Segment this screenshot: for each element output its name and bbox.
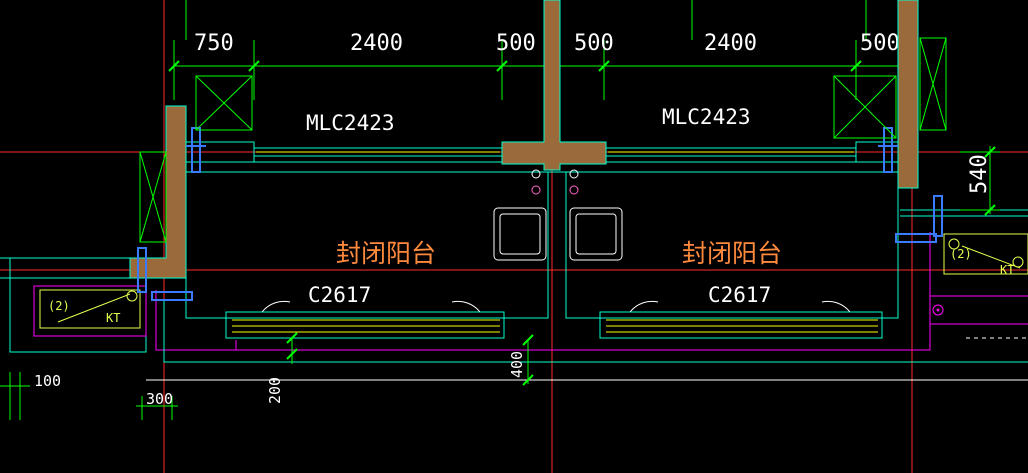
- wall-center: [501, 0, 607, 171]
- dim-200-marker: [286, 332, 298, 364]
- balcony-outline: [185, 162, 1028, 319]
- dim-2400-left: 2400: [350, 31, 403, 56]
- wall-right: [897, 0, 919, 189]
- dim-100: 100: [34, 372, 61, 390]
- ac-left-number: (2): [48, 299, 70, 313]
- room-label-right: 封闭阳台: [682, 239, 782, 268]
- walls: [129, 0, 919, 279]
- window-right: [599, 300, 883, 339]
- dim-750: 750: [194, 31, 234, 56]
- dim-500-c: 500: [860, 31, 900, 56]
- dim-400: 400: [508, 351, 526, 378]
- top-dimension-chain: [168, 0, 916, 100]
- window-tag-right: C2617: [708, 283, 771, 307]
- window-tag-left: C2617: [308, 283, 371, 307]
- top-dimension-labels: 750 2400 500 500 2400 500: [194, 31, 900, 56]
- ac-unit-left: (2) KT: [33, 285, 147, 337]
- ac-right-code: KT: [1000, 263, 1014, 277]
- slab-lines: [0, 232, 1028, 381]
- equipment-boxes: [139, 37, 947, 243]
- dim-540-marker: [960, 146, 1000, 216]
- door-frames: [185, 141, 899, 163]
- dim-300: 300: [146, 390, 173, 408]
- washers: [493, 169, 623, 261]
- dim-2400-right: 2400: [704, 31, 757, 56]
- ac-right-number: (2): [950, 247, 972, 261]
- dim-500-b: 500: [574, 31, 614, 56]
- ac-left-code: KT: [106, 311, 120, 325]
- window-left: [225, 300, 505, 339]
- ac-unit-right: (2) KT: [932, 233, 1028, 316]
- dim-540: 540: [967, 154, 992, 194]
- room-label-left: 封闭阳台: [336, 239, 436, 268]
- dim-300-marker: [136, 396, 178, 420]
- dim-100-marker: [0, 372, 30, 420]
- dim-500-a: 500: [496, 31, 536, 56]
- dim-400-marker: [522, 334, 534, 386]
- door-tag-left: MLC2423: [306, 111, 395, 135]
- rain-pipes: [137, 127, 943, 301]
- door-tag-right: MLC2423: [662, 105, 751, 129]
- dim-200: 200: [266, 377, 284, 404]
